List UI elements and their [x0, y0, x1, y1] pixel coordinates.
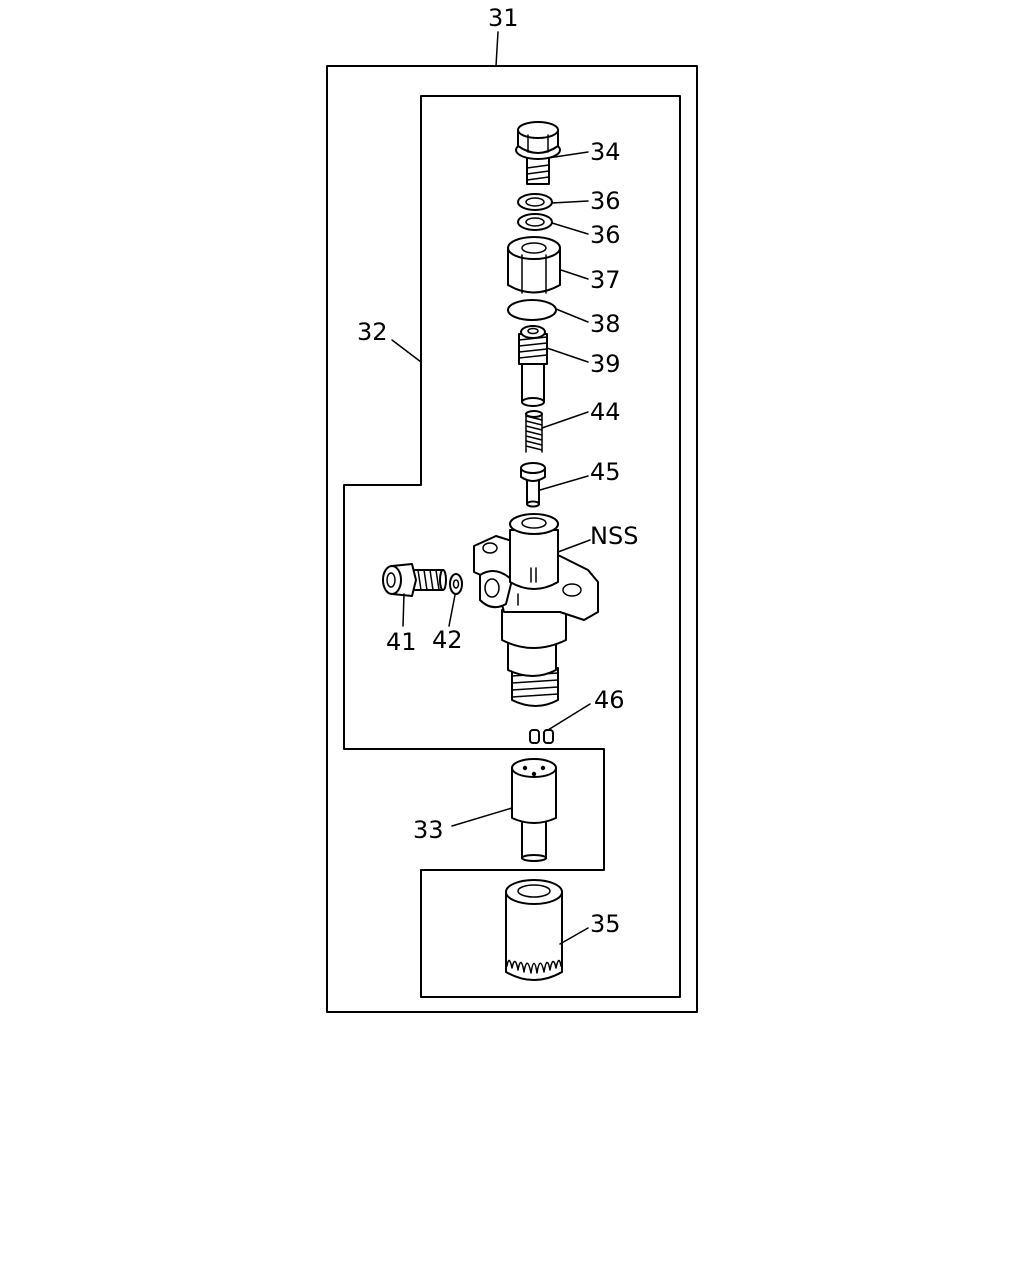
- spring-drawing: [525, 410, 543, 453]
- label-34: 34: [590, 138, 621, 166]
- label-46: 46: [594, 686, 625, 714]
- label-37: 37: [590, 266, 621, 294]
- bleeder-washer-drawing: [449, 573, 463, 595]
- gasket-upper-drawing: [517, 193, 553, 211]
- label-39: 39: [590, 350, 621, 378]
- label-33: 33: [413, 816, 444, 844]
- leader-lines: [391, 31, 591, 945]
- pins-drawing: [529, 729, 554, 744]
- label-44: 44: [590, 398, 621, 426]
- label-45: 45: [590, 458, 621, 486]
- label-36-lower: 36: [590, 221, 621, 249]
- label-nss: NSS: [590, 522, 638, 550]
- bleeder-screw-drawing: [382, 563, 447, 597]
- label-35: 35: [590, 910, 621, 938]
- bolt-drawing: [515, 121, 561, 185]
- body-drawing: [473, 513, 599, 707]
- label-31: 31: [488, 4, 519, 32]
- gasket-lower-drawing: [517, 213, 553, 231]
- nozzle-drawing: [511, 758, 557, 862]
- o-ring-drawing: [507, 299, 557, 321]
- label-42: 42: [432, 626, 463, 654]
- spring-seat-drawing: [520, 462, 546, 508]
- holder-frame: [343, 95, 681, 998]
- label-36-upper: 36: [590, 187, 621, 215]
- label-32: 32: [357, 318, 388, 346]
- inlet-stud-drawing: [518, 325, 548, 407]
- retaining-nut-drawing: [505, 879, 563, 981]
- label-38: 38: [590, 310, 621, 338]
- label-41: 41: [386, 628, 417, 656]
- assembly-frame: [326, 65, 698, 1013]
- cap-nut-drawing: [507, 236, 561, 294]
